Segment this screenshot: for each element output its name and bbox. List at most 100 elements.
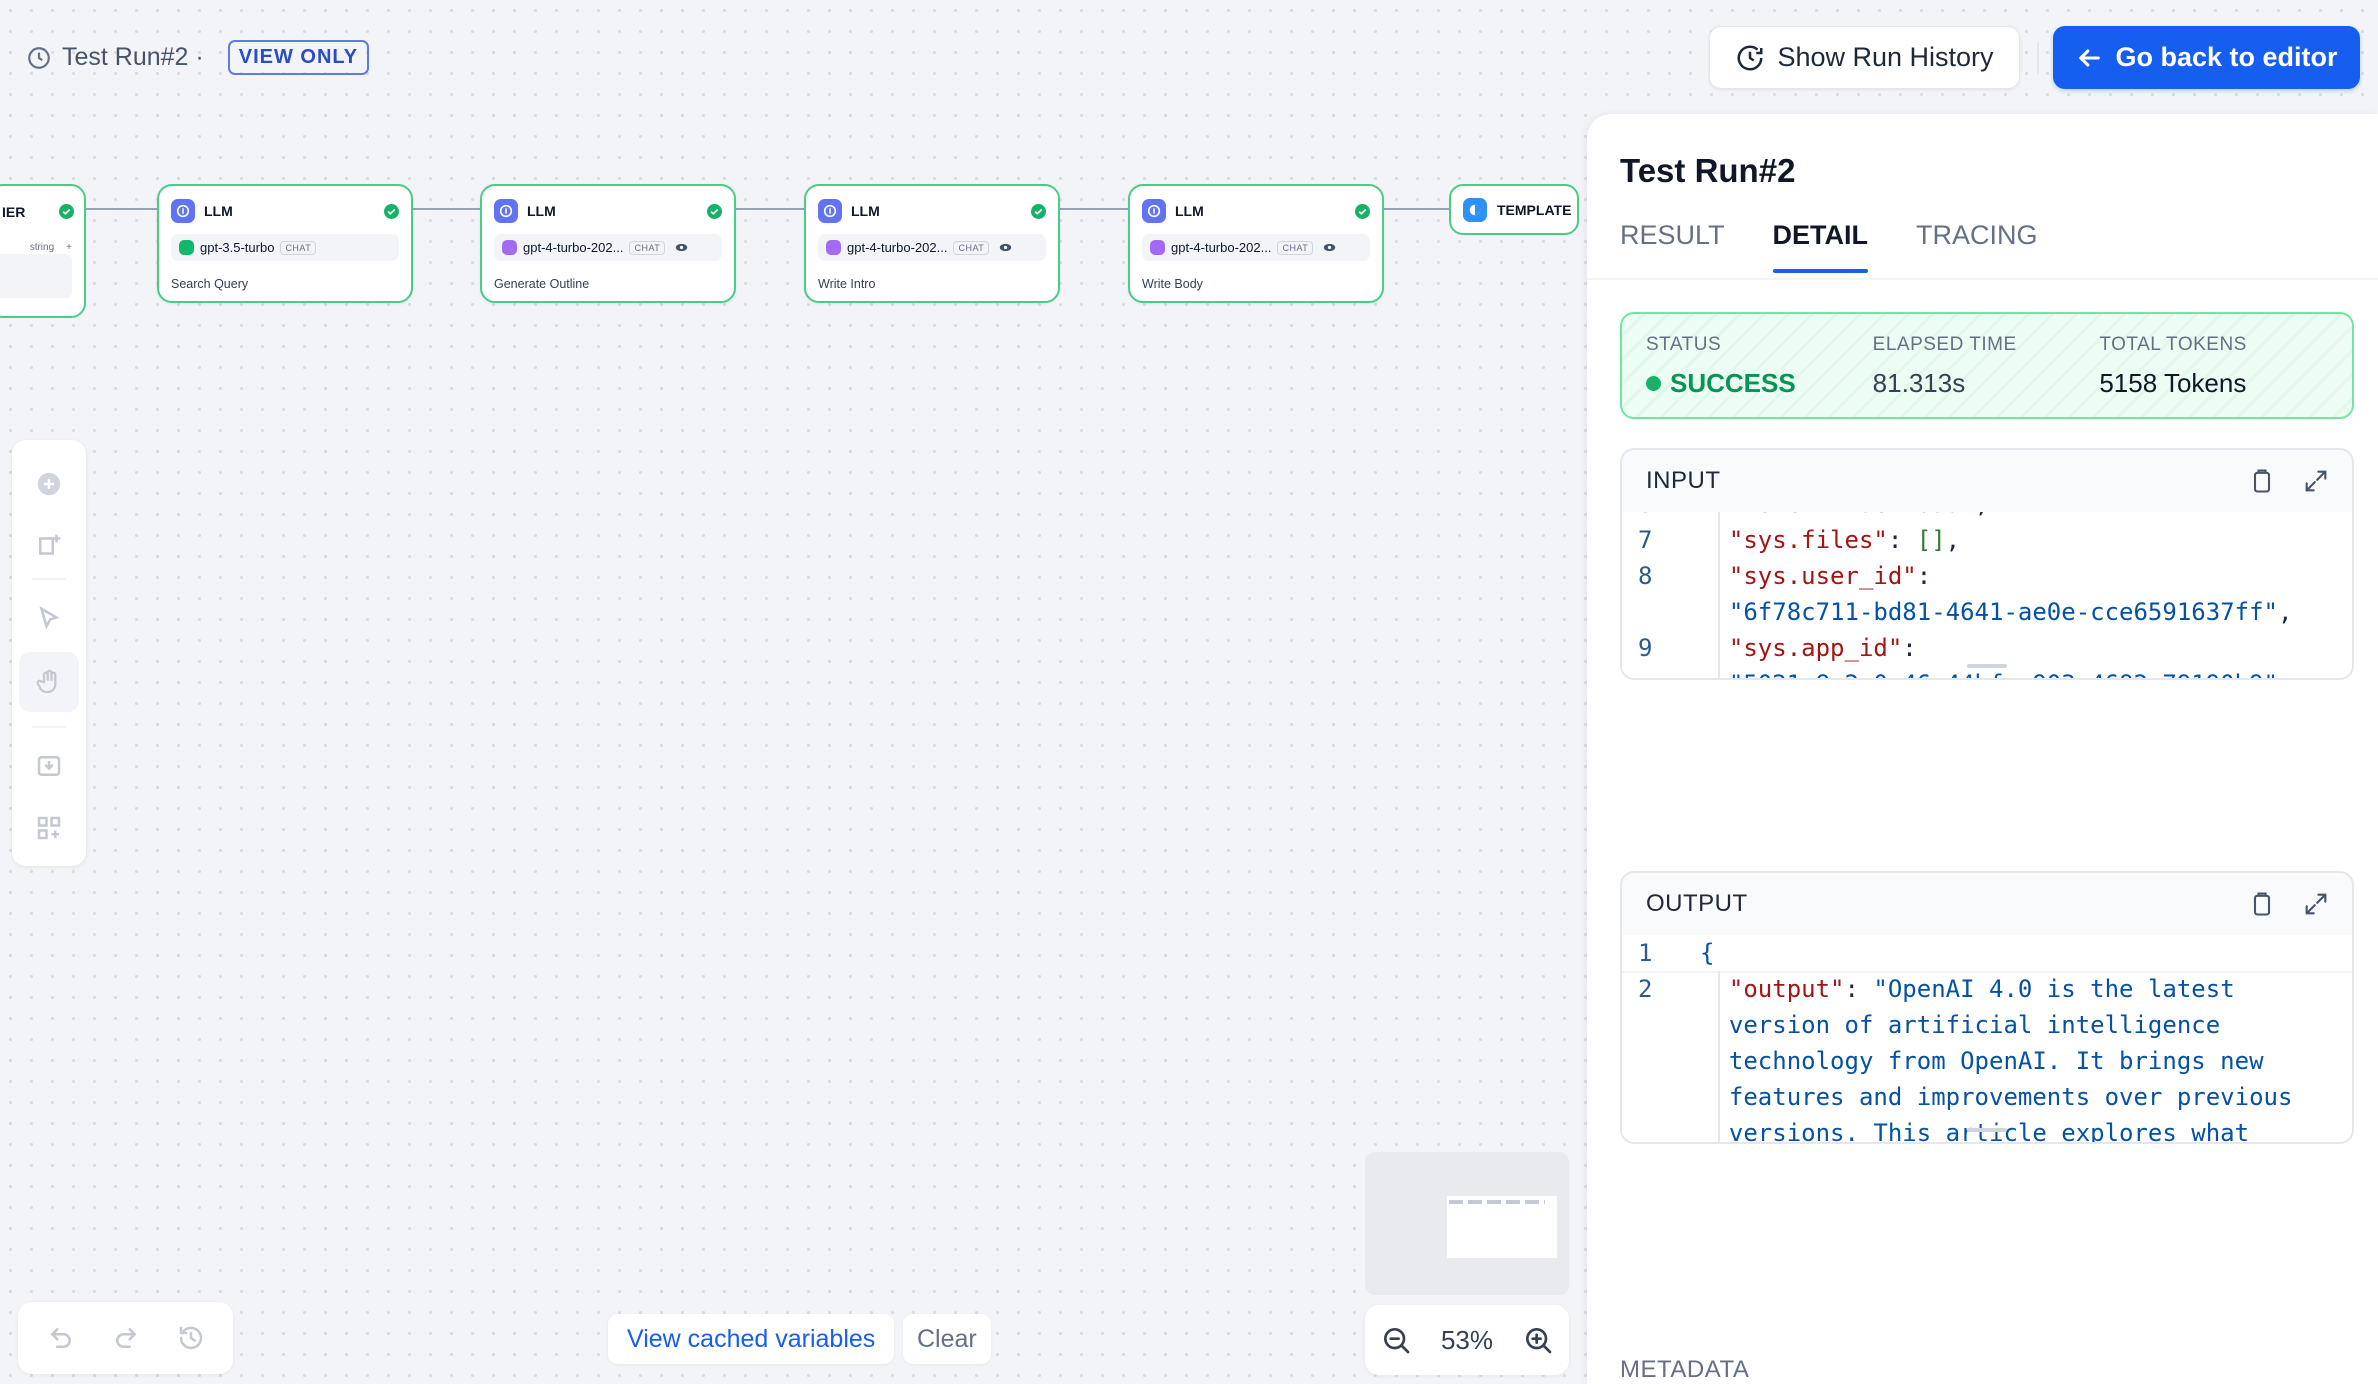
zoom-controls: 53%	[1365, 1305, 1569, 1375]
copy-icon[interactable]	[2248, 467, 2276, 495]
workflow-node-llm[interactable]: LLM gpt-4-turbo-202... CHAT Write Intro	[804, 184, 1060, 303]
go-back-to-editor-label: Go back to editor	[2115, 42, 2338, 72]
llm-icon	[1142, 199, 1166, 223]
input-label: INPUT	[1646, 467, 1721, 494]
version-history-icon[interactable]	[176, 1323, 206, 1353]
toolbar-divider	[32, 578, 66, 580]
show-run-history-label: Show Run History	[1777, 42, 1994, 72]
code-content: "6f78c711-bd81-4641-ae0e-cce6591637ff",	[1700, 594, 2352, 630]
workflow-node-template[interactable]: TEMPLATE	[1449, 184, 1579, 235]
pointer-icon	[39, 606, 60, 630]
code-content: "sys.app_id":	[1700, 630, 2352, 666]
code-indent	[1700, 1083, 1729, 1111]
panel-title: Test Run#2	[1620, 152, 1796, 189]
hand-mode-button[interactable]	[19, 652, 79, 712]
json-string: "5021c8e2-0e46-44bf-a903-4682e79190b9"	[1729, 670, 2278, 678]
clear-button[interactable]: Clear	[903, 1314, 991, 1364]
organize-nodes-button[interactable]	[19, 798, 79, 858]
tab-detail[interactable]: DETAIL	[1772, 220, 1868, 273]
redo-icon[interactable]	[111, 1323, 141, 1353]
resize-handle[interactable]	[1967, 664, 2007, 668]
line-number: 8	[1638, 562, 1653, 590]
toolbar-divider	[32, 726, 66, 728]
status-value-text: SUCCESS	[1670, 368, 1796, 398]
tokens-label: TOTAL TOKENS	[2099, 334, 2247, 355]
field-type: string	[29, 242, 55, 253]
template-icon	[1463, 197, 1487, 222]
zoom-level[interactable]: 53%	[1440, 1324, 1494, 1355]
json-punct: ,	[2278, 670, 2292, 678]
indent-guide	[1718, 971, 1720, 1142]
pointer-mode-button[interactable]	[19, 590, 79, 650]
tokens-column: TOTAL TOKENS 5158 Tokens	[2099, 334, 2326, 417]
node-header: LLM	[818, 198, 1046, 224]
output-code[interactable]: 1{2 "output": "OpenAI 4.0 is the latest …	[1622, 935, 2352, 1142]
elapsed-column: ELAPSED TIME 81.313s	[1873, 334, 2100, 417]
success-check-icon	[707, 203, 722, 219]
line-number	[1622, 1079, 1700, 1115]
code-content: version of artificial intelligence	[1700, 1007, 2352, 1043]
code-indent	[1700, 670, 1729, 678]
json-brace: {	[1700, 939, 1715, 967]
success-check-icon	[1355, 203, 1370, 219]
node-model: gpt-4-turbo-202... CHAT	[1142, 234, 1370, 261]
input-code[interactable]: 6 "tone": "serious",7 "sys.files": [],8 …	[1622, 512, 2352, 678]
vision-eye-icon	[1324, 243, 1336, 252]
expand-icon[interactable]	[2302, 890, 2330, 918]
node-type: LLM	[851, 203, 880, 219]
line-number: 1	[1638, 939, 1653, 967]
history-icon	[1737, 45, 1763, 70]
llm-icon	[494, 199, 518, 223]
edge	[1382, 208, 1449, 210]
node-title: IER	[2, 204, 26, 220]
workflow-node-partial[interactable]: IER string +	[0, 184, 86, 318]
workflow-node-llm[interactable]: LLM gpt-4-turbo-202... CHAT Generate Out…	[480, 184, 736, 303]
json-string: "6f78c711-bd81-4641-ae0e-cce6591637ff"	[1728, 598, 2278, 626]
tabs-divider	[1587, 278, 2378, 280]
header-divider	[2037, 42, 2039, 74]
copy-icon[interactable]	[2248, 890, 2276, 918]
undo-icon[interactable]	[46, 1323, 76, 1353]
model-name: gpt-3.5-turbo	[200, 240, 275, 255]
workflow-node-llm[interactable]: LLM gpt-4-turbo-202... CHAT Write Body	[1128, 184, 1384, 303]
node-model: gpt-3.5-turbo CHAT	[171, 234, 399, 261]
expand-icon[interactable]	[2302, 467, 2330, 495]
add-node-icon	[37, 472, 61, 496]
view-only-badge: VIEW ONLY	[227, 40, 370, 75]
vision-eye-icon	[676, 243, 688, 252]
code-indent	[1700, 634, 1729, 662]
add-node-button[interactable]	[19, 454, 79, 514]
code-content: "sys.files": [],	[1700, 522, 2352, 558]
show-run-history-button[interactable]: Show Run History	[1709, 26, 2020, 89]
run-title-text: Test Run#2 ·	[62, 43, 204, 71]
json-string: "serious"	[1845, 512, 1975, 518]
minimap[interactable]	[1365, 1152, 1569, 1295]
tab-result[interactable]: RESULT	[1620, 220, 1725, 250]
zoom-in-icon[interactable]	[1522, 1324, 1554, 1356]
node-label: Write Body	[1142, 277, 1203, 291]
export-image-button[interactable]	[19, 736, 79, 796]
node-header: LLM	[494, 198, 722, 224]
view-cached-variables-button[interactable]: View cached variables	[608, 1314, 895, 1364]
code-line: 1{	[1622, 935, 2352, 973]
resize-handle[interactable]	[1967, 1128, 2007, 1132]
add-note-button[interactable]	[19, 516, 79, 576]
chat-tag: CHAT	[280, 240, 317, 255]
json-punct: ,	[1945, 526, 1961, 554]
workflow-node-llm[interactable]: LLM gpt-3.5-turbo CHAT Search Query	[157, 184, 413, 303]
code-line: technology from OpenAI. It brings new	[1622, 1043, 2352, 1079]
go-back-to-editor-button[interactable]: Go back to editor	[2053, 26, 2360, 89]
tab-tracing[interactable]: TRACING	[1916, 220, 2038, 250]
run-clock-icon	[28, 46, 50, 69]
code-line: 6 "tone": "serious",	[1622, 512, 2352, 522]
zoom-out-icon[interactable]	[1380, 1324, 1412, 1356]
tokens-value: 5158 Tokens	[2099, 368, 2247, 398]
code-content: versions. This article explores what	[1700, 1115, 2352, 1142]
json-array: []	[1916, 526, 1946, 554]
code-indent	[1700, 562, 1729, 590]
history-controls	[18, 1302, 233, 1374]
metadata-label: METADATA	[1620, 1356, 1750, 1383]
code-line: features and improvements over previous	[1622, 1079, 2352, 1115]
code-content: "5021c8e2-0e46-44bf-a903-4682e79190b9",	[1700, 666, 2352, 678]
code-indent	[1700, 1119, 1729, 1142]
